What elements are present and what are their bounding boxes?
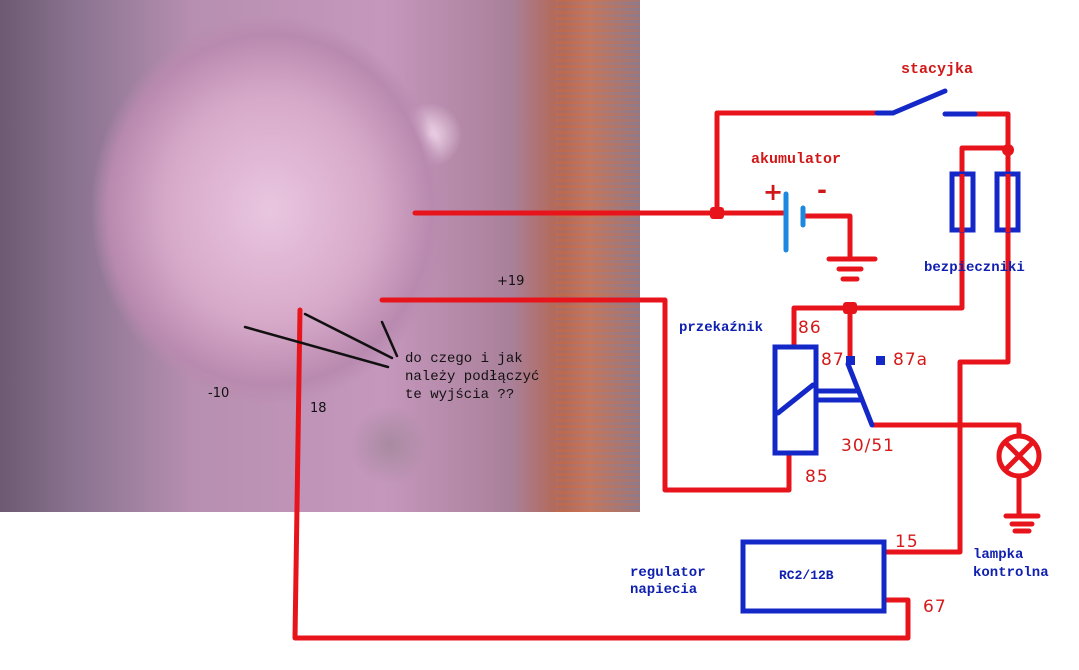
- regulator-label-1: regulator: [630, 565, 706, 581]
- wire-alternator-18-to-regulator-67: [292, 307, 911, 641]
- terminal-label-minus10: -10: [208, 386, 230, 401]
- relay-pin-85: 85: [805, 467, 829, 487]
- question-line-2: należy podłączyć: [405, 369, 540, 385]
- junction-dot: [1002, 144, 1014, 156]
- battery-icon: [783, 191, 806, 253]
- ground-icon: [826, 256, 878, 282]
- ignition-switch-label: stacyjka: [901, 61, 974, 78]
- relay-pin-86: 86: [798, 318, 822, 338]
- regulator-model: RC2/12B: [779, 568, 834, 583]
- relay-contact-icon: [846, 356, 885, 365]
- terminal-label-18: 18: [310, 401, 327, 416]
- question-line-3: te wyjścia ??: [405, 387, 515, 403]
- wire-fuse-left-feed: [959, 145, 1011, 175]
- relay-pin-87: 87: [821, 350, 845, 370]
- terminal-label-plus19: +19: [497, 274, 525, 289]
- battery-minus-sign: -: [817, 176, 827, 204]
- wire-relay-86: [791, 305, 853, 349]
- wire-battery-ground: [803, 213, 853, 261]
- battery-plus-sign: +: [763, 178, 784, 206]
- warning-lamp-label-2: kontrolna: [973, 565, 1049, 581]
- ignition-switch-icon: [874, 88, 978, 117]
- regulator-label-2: napiecia: [630, 582, 698, 598]
- question-pointer-lines: [243, 312, 399, 369]
- junction-dot: [710, 207, 724, 219]
- radiator-background: [555, 0, 640, 512]
- fuse-wire-through: [959, 174, 1011, 232]
- warning-lamp-label-1: lampka: [973, 547, 1024, 563]
- regulator-pin-15: 15: [895, 532, 919, 552]
- regulator-box: [740, 539, 887, 614]
- question-line-1: do czego i jak: [405, 351, 523, 367]
- wire-fuse-to-relay: [847, 229, 965, 311]
- junction-dot: [843, 302, 857, 314]
- wire-relay-30-to-lamp: [871, 422, 1022, 439]
- lamp-icon: [996, 433, 1042, 479]
- wire-fuse-to-regulator-15: [882, 229, 1011, 555]
- wire-alternator-19-to-relay-85: [379, 297, 792, 493]
- battery-label: akumulator: [751, 151, 842, 168]
- relay-pin-87a: 87a: [893, 350, 929, 370]
- fuses-label: bezpieczniki: [924, 260, 1025, 276]
- relay-coil-icon: [772, 344, 875, 456]
- wire-battery-to-switch: [714, 110, 878, 216]
- ground-icon: [1003, 513, 1041, 534]
- relay-label: przekaźnik: [679, 320, 764, 336]
- alternator-photo: [0, 0, 640, 512]
- wire-switch-output: [972, 111, 1011, 151]
- regulator-pin-67: 67: [923, 597, 947, 617]
- relay-pin-30-51: 30/51: [841, 436, 895, 456]
